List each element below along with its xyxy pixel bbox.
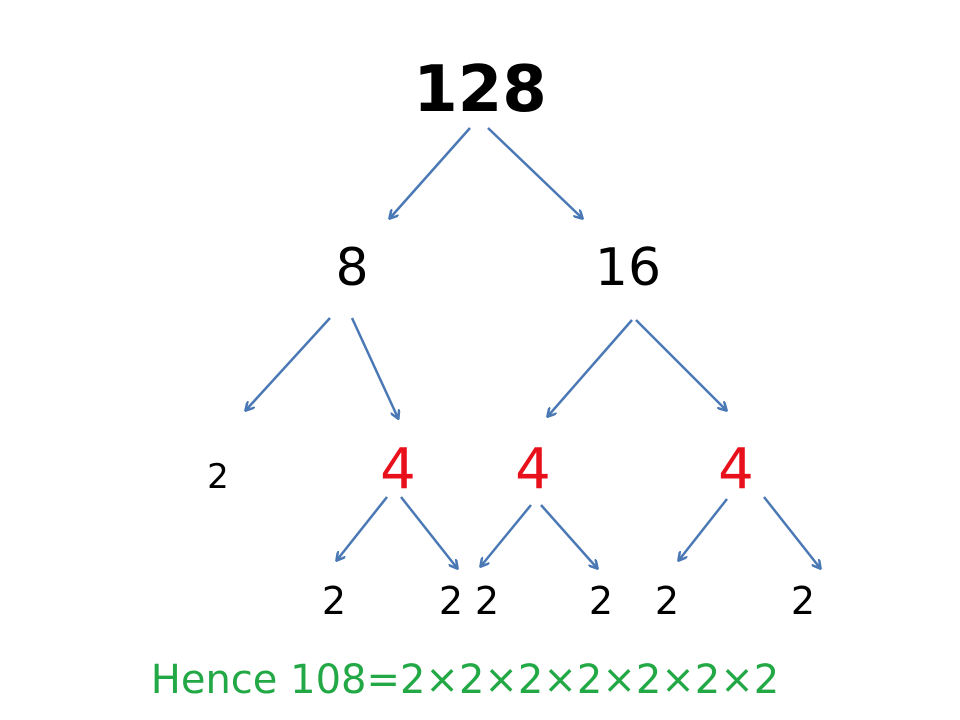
edge-arrow [390, 127, 471, 218]
node-4-right-from-16: 4 [718, 437, 754, 502]
conclusion-text: Hence 108=2×2×2×2×2×2×2 [150, 657, 780, 703]
leaf-2: 2 [474, 579, 500, 623]
edge-arrow [246, 317, 331, 410]
edge-arrow [481, 504, 532, 566]
leaf-2: 2 [654, 579, 680, 623]
edge-arrows [246, 127, 820, 568]
edge-arrow [487, 127, 582, 218]
node-4-from-8: 4 [380, 437, 416, 502]
leaf-2: 2 [790, 579, 816, 623]
edge-arrow [350, 317, 398, 418]
leaf-2: 2 [321, 579, 347, 623]
edge-arrow [635, 319, 726, 410]
node-2-from-8: 2 [207, 457, 229, 497]
node-4-left-from-16: 4 [515, 437, 551, 502]
edge-arrow [679, 498, 728, 560]
node-16: 16 [594, 238, 662, 298]
edge-arrow [548, 319, 633, 416]
leaf-2: 2 [438, 579, 464, 623]
edge-arrow [540, 504, 597, 568]
edge-arrow [400, 496, 457, 568]
edge-arrow [763, 496, 820, 568]
leaf-2: 2 [588, 579, 614, 623]
root-node-128: 128 [413, 53, 547, 127]
edge-arrow [337, 496, 388, 560]
node-8: 8 [335, 238, 369, 298]
